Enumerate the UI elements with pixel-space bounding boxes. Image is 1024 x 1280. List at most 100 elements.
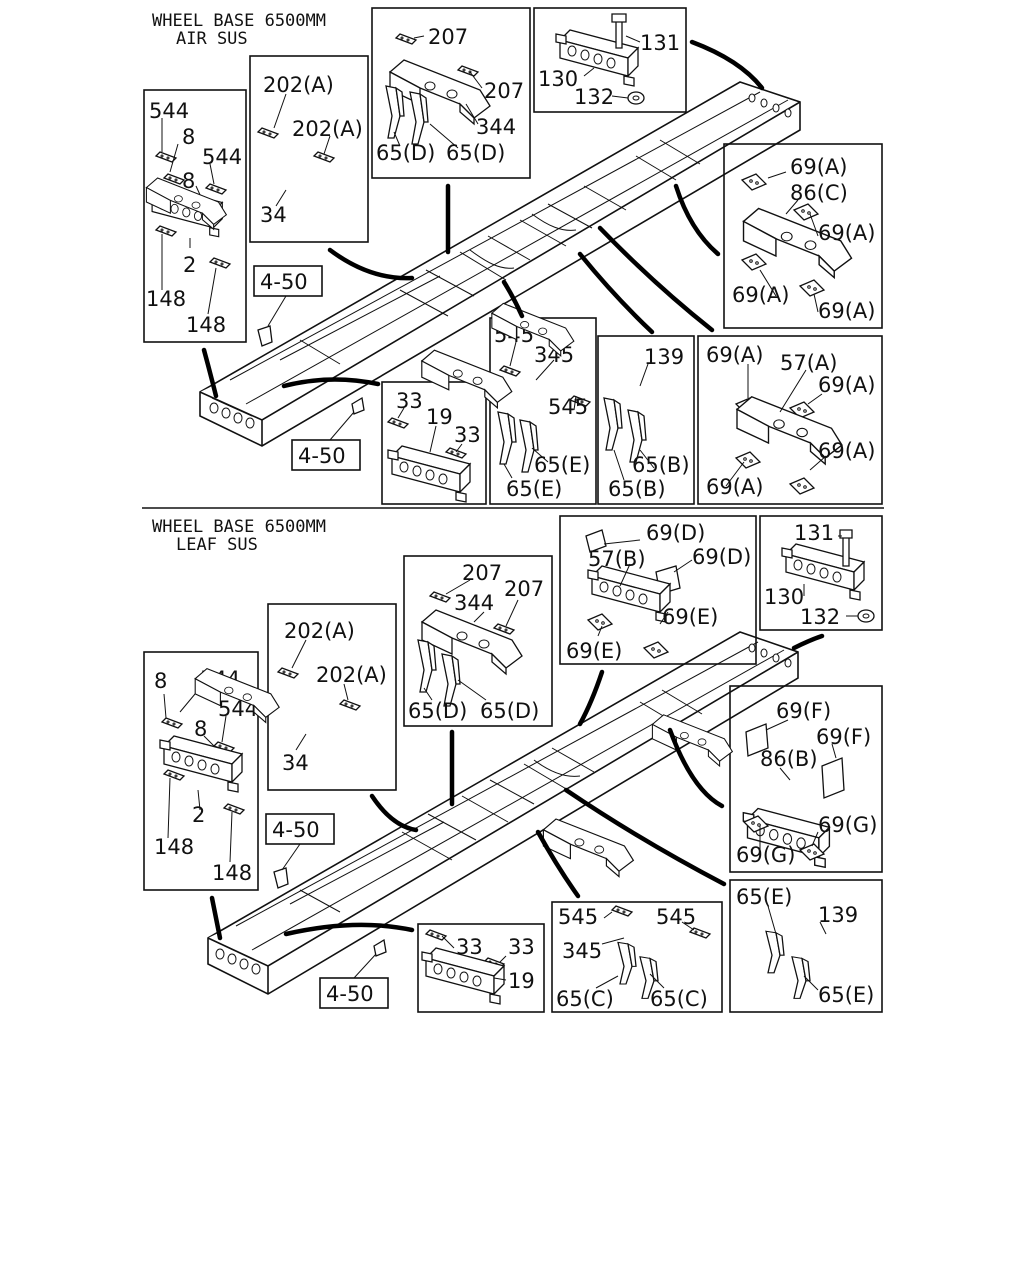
part-group-crossmember-130: 131 130 132 xyxy=(759,515,883,631)
part-group-crossmember-344: 207 344 207 65(D) 65(D) xyxy=(403,555,553,727)
label-545: 545 xyxy=(548,395,588,419)
label-69d: 69(D) xyxy=(646,521,705,545)
label-132: 132 xyxy=(800,605,840,629)
part-group-crossmember-34: 202(A) 202(A) 34 xyxy=(145,55,369,243)
part-group-crossmember-130: 131 130 132 xyxy=(533,7,687,113)
label-202a: 202(A) xyxy=(263,73,334,97)
label-148: 148 xyxy=(154,835,194,859)
part-group-crossmember-34: 202(A) 202(A) 34 xyxy=(194,603,397,791)
part-group-crossmember-2: 544 8 544 8 2 148 148 xyxy=(143,89,247,343)
label-545: 545 xyxy=(558,905,598,929)
reference-label: 4-50 xyxy=(326,982,374,1006)
label-65d: 65(D) xyxy=(480,699,539,723)
label-34: 34 xyxy=(282,751,309,775)
label-2: 2 xyxy=(183,253,196,277)
label-57a: 57(A) xyxy=(780,351,837,375)
bracket-part xyxy=(351,396,365,415)
label-148: 148 xyxy=(146,287,186,311)
label-544: 544 xyxy=(202,145,242,169)
label-148: 148 xyxy=(186,313,226,337)
bracket-part xyxy=(273,867,289,889)
label-202a: 202(A) xyxy=(292,117,363,141)
label-65e: 65(E) xyxy=(534,453,590,477)
label-33: 33 xyxy=(456,935,483,959)
label-344: 344 xyxy=(454,591,494,615)
label-65d: 65(D) xyxy=(446,141,505,165)
label-139: 139 xyxy=(818,903,858,927)
label-131: 131 xyxy=(640,31,680,55)
label-8: 8 xyxy=(182,125,195,149)
label-69e: 69(E) xyxy=(566,639,622,663)
bracket-part xyxy=(373,938,387,957)
label-207: 207 xyxy=(504,577,544,601)
label-65e: 65(E) xyxy=(818,983,874,1007)
label-33: 33 xyxy=(454,423,481,447)
reference-4-50[interactable]: 4-50 xyxy=(319,977,389,1009)
reference-label: 4-50 xyxy=(272,818,320,842)
label-8: 8 xyxy=(194,717,207,741)
label-34: 34 xyxy=(260,203,287,227)
label-65d: 65(D) xyxy=(376,141,435,165)
reference-4-50[interactable]: 4-50 xyxy=(291,439,361,471)
label-132: 132 xyxy=(574,85,614,109)
reference-4-50[interactable]: 4-50 xyxy=(253,265,323,297)
section-air-sus: WHEEL BASE 6500MM AIR SUS xyxy=(143,7,883,505)
part-group-crossmember-57a: 69(A) 57(A) 69(A) 69(A) 69(A) xyxy=(697,335,883,505)
label-65b: 65(B) xyxy=(608,477,666,501)
label-69a: 69(A) xyxy=(818,221,875,245)
label-148: 148 xyxy=(212,861,252,885)
label-545: 545 xyxy=(656,905,696,929)
label-86c: 86(C) xyxy=(790,181,848,205)
label-69a: 69(A) xyxy=(818,439,875,463)
section-subtitle: AIR SUS xyxy=(176,29,248,49)
label-65d: 65(D) xyxy=(408,699,467,723)
part-group-crossmember-19: 33 19 33 xyxy=(381,381,487,505)
label-33: 33 xyxy=(508,935,535,959)
part-group-crossmember-57b: 69(D) 57(B) 69(D) 69(E) 69(E) xyxy=(559,515,757,665)
label-69d: 69(D) xyxy=(692,545,751,569)
label-69a: 69(A) xyxy=(706,475,763,499)
label-69f: 69(F) xyxy=(816,725,871,749)
label-65e: 65(E) xyxy=(506,477,562,501)
reference-label: 4-50 xyxy=(260,270,308,294)
label-65b: 65(B) xyxy=(632,453,690,477)
label-8: 8 xyxy=(154,669,167,693)
label-69a: 69(A) xyxy=(732,283,789,307)
label-69g: 69(G) xyxy=(736,843,795,867)
label-131: 131 xyxy=(794,521,834,545)
bracket-part xyxy=(257,325,273,347)
label-69a: 69(A) xyxy=(818,299,875,323)
label-65c: 65(C) xyxy=(650,987,708,1011)
label-544: 544 xyxy=(149,99,189,123)
label-65c: 65(C) xyxy=(556,987,614,1011)
label-69a: 69(A) xyxy=(818,373,875,397)
label-33: 33 xyxy=(396,389,423,413)
label-65e: 65(E) xyxy=(736,885,792,909)
label-69e: 69(E) xyxy=(662,605,718,629)
section-subtitle: LEAF SUS xyxy=(176,535,258,555)
label-207: 207 xyxy=(484,79,524,103)
label-69g: 69(G) xyxy=(818,813,877,837)
part-group-crossmember-345: 545 545 345 65(C) 65(C) xyxy=(542,818,723,1013)
label-69a: 69(A) xyxy=(790,155,847,179)
label-2: 2 xyxy=(192,803,205,827)
label-139: 139 xyxy=(644,345,684,369)
part-group-crossmember-86b: 69(F) 69(F) 86(B) 69(G) 69(G) xyxy=(729,685,883,873)
chassis-frame xyxy=(199,81,801,447)
label-207: 207 xyxy=(462,561,502,585)
label-69f: 69(F) xyxy=(776,699,831,723)
label-19: 19 xyxy=(426,405,453,429)
part-group-crossmember-86c: 69(A) 86(C) 69(A) 69(A) 69(A) xyxy=(723,143,883,329)
label-69a: 69(A) xyxy=(706,343,763,367)
label-130: 130 xyxy=(538,67,578,91)
section-leaf-sus: WHEEL BASE 6500MM LEAF SUS xyxy=(143,515,883,1013)
label-207: 207 xyxy=(428,25,468,49)
label-57b: 57(B) xyxy=(588,547,646,571)
section-title: WHEEL BASE 6500MM xyxy=(152,517,326,537)
reference-4-50[interactable]: 4-50 xyxy=(265,813,335,845)
part-group-crossmember-139: 65(E) 139 65(E) xyxy=(651,714,883,1013)
label-202a: 202(A) xyxy=(284,619,355,643)
label-344: 344 xyxy=(476,115,516,139)
part-group-crossmember-19: 33 33 19 xyxy=(417,923,545,1013)
